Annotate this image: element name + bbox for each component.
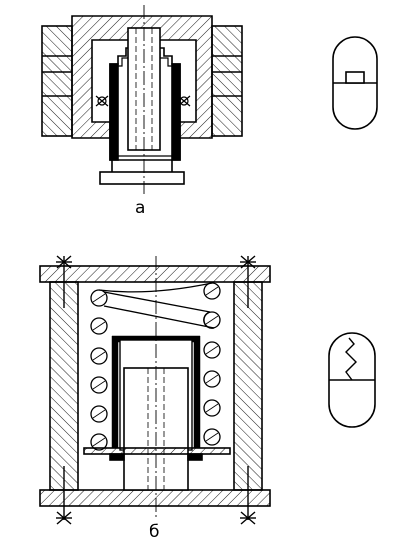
coil-right-outer [211,25,243,137]
capsule-with-flat-contact-icon [332,36,378,130]
side-wall-left [49,281,79,491]
caption-b: б [149,522,160,542]
base-flange [99,171,185,185]
figure-b [39,255,271,525]
caption-a: а [135,198,146,218]
helical-spring [90,282,221,451]
contact-balls [95,95,191,107]
capsule-with-zigzag-spring-icon [328,332,376,428]
side-wall-right [233,281,263,491]
bottom-plate [39,489,271,507]
support-washer [83,447,231,455]
figure-a [41,5,243,194]
anchor-screws [56,255,256,525]
coil-left-outer [41,25,73,137]
top-plate [39,265,271,283]
